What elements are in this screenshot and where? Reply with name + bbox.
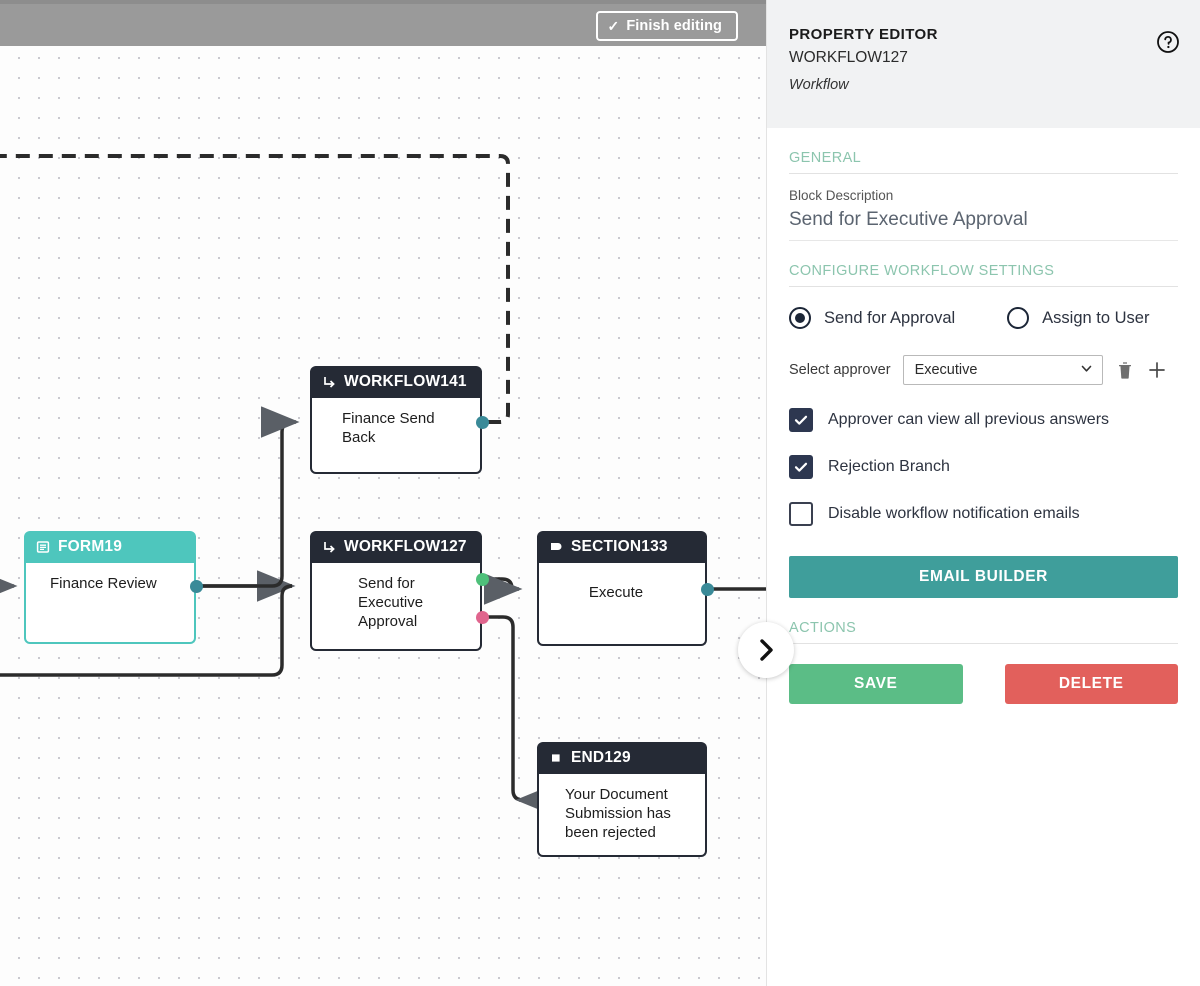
radio-unselected-icon	[1007, 307, 1030, 329]
radio-send-for-approval[interactable]: Send for Approval	[789, 307, 955, 329]
panel-collapse-handle[interactable]	[738, 622, 794, 678]
section-actions-label: ACTIONS	[789, 598, 1178, 644]
node-header: WORKFLOW141	[310, 366, 482, 398]
node-body: Finance Send Back	[310, 398, 482, 474]
radio-assign-to-user[interactable]: Assign to User	[1007, 307, 1149, 329]
node-port-output[interactable]	[701, 583, 714, 596]
select-approver-label: Select approver	[789, 362, 891, 378]
node-form19[interactable]: FORM19 Finance Review	[24, 531, 203, 644]
node-text: Send for Executive Approval	[358, 575, 424, 631]
help-circle-icon[interactable]	[1156, 30, 1180, 59]
node-body: Send for Executive Approval	[310, 563, 482, 651]
approver-select-value: Executive	[914, 362, 978, 378]
approver-row: Select approver Executive	[789, 355, 1178, 385]
actions-row: SAVE DELETE	[789, 664, 1178, 704]
approval-mode-radio-group: Send for Approval Assign to User	[789, 307, 1178, 329]
node-port-output[interactable]	[190, 580, 203, 593]
checkbox-label: Rejection Branch	[828, 458, 950, 475]
panel-block-type: Workflow	[789, 77, 849, 93]
node-header: SECTION133	[537, 531, 707, 563]
checkbox-disable-notification-emails[interactable]: Disable workflow notification emails	[789, 502, 1178, 526]
flag-icon	[549, 540, 563, 554]
block-description-input[interactable]: Send for Executive Approval	[789, 203, 1178, 241]
section-configure-label: CONFIGURE WORKFLOW SETTINGS	[789, 241, 1178, 287]
radio-label: Send for Approval	[824, 308, 956, 327]
form-list-icon	[36, 540, 50, 554]
node-text: Execute	[588, 584, 644, 601]
panel-header: PROPERTY EDITOR WORKFLOW127 Workflow	[767, 0, 1200, 128]
node-body: Finance Review	[24, 563, 196, 644]
node-id: SECTION133	[571, 538, 668, 555]
arrow-turn-down-right-icon	[322, 540, 336, 554]
finish-editing-label: Finish editing	[626, 18, 722, 34]
plus-icon[interactable]	[1147, 360, 1167, 380]
panel-title: PROPERTY EDITOR	[789, 26, 938, 43]
node-header: END129	[537, 742, 707, 774]
node-id: WORKFLOW127	[344, 538, 467, 555]
node-id: FORM19	[58, 538, 123, 555]
panel-body: GENERAL Block Description Send for Execu…	[767, 128, 1200, 704]
node-end129[interactable]: END129 Your Document Submission has been…	[537, 742, 707, 857]
radio-label: Assign to User	[1042, 308, 1150, 327]
property-editor-panel: PROPERTY EDITOR WORKFLOW127 Workflow GEN…	[766, 0, 1200, 986]
delete-button[interactable]: DELETE	[1004, 664, 1178, 704]
check-icon: ✓	[607, 18, 620, 34]
stop-square-icon	[549, 751, 563, 765]
node-header: WORKFLOW127	[310, 531, 482, 563]
node-body: Execute	[537, 563, 707, 646]
checkbox-rejection-branch[interactable]: Rejection Branch	[789, 455, 1178, 479]
node-section133[interactable]: SECTION133 Execute	[537, 531, 714, 646]
node-port-approve[interactable]	[476, 573, 489, 586]
node-header: FORM19	[24, 531, 196, 563]
node-workflow141[interactable]: WORKFLOW141 Finance Send Back	[310, 366, 489, 474]
node-text: Finance Review	[50, 575, 157, 592]
node-port-reject[interactable]	[476, 611, 489, 624]
chevron-down-icon	[1079, 361, 1094, 380]
checkbox-label: Approver can view all previous answers	[828, 411, 1110, 428]
checkbox-checked-icon	[789, 455, 813, 479]
node-text: Finance Send Back	[342, 410, 435, 447]
node-workflow127[interactable]: WORKFLOW127 Send for Executive Approval	[310, 531, 489, 651]
radio-selected-icon	[789, 307, 811, 329]
checkbox-checked-icon	[789, 408, 813, 432]
block-description-label: Block Description	[789, 188, 894, 203]
checkbox-approver-view-answers[interactable]: Approver can view all previous answers	[789, 408, 1178, 432]
node-id: END129	[571, 749, 631, 766]
checkbox-unchecked-icon	[789, 502, 813, 526]
chevron-right-icon	[756, 637, 776, 663]
node-text: Your Document Submission has been reject…	[565, 786, 671, 842]
canvas-toolbar: ✓ Finish editing	[0, 0, 766, 46]
approver-select[interactable]: Executive	[902, 355, 1103, 385]
node-body: Your Document Submission has been reject…	[537, 774, 707, 857]
panel-block-id: WORKFLOW127	[789, 49, 908, 66]
trash-icon[interactable]	[1115, 360, 1135, 381]
save-button[interactable]: SAVE	[789, 664, 963, 704]
finish-editing-button[interactable]: ✓ Finish editing	[595, 11, 738, 41]
node-port-output[interactable]	[476, 416, 489, 429]
node-id: WORKFLOW141	[344, 373, 467, 390]
workflow-canvas[interactable]: WORKFLOW141 Finance Send Back FORM19 Fin…	[0, 0, 766, 986]
checkbox-label: Disable workflow notification emails	[828, 505, 1080, 522]
email-builder-button[interactable]: EMAIL BUILDER	[789, 556, 1178, 598]
section-general-label: GENERAL	[789, 128, 1178, 174]
connector-edges	[0, 154, 766, 816]
arrow-turn-down-right-icon	[322, 375, 336, 389]
